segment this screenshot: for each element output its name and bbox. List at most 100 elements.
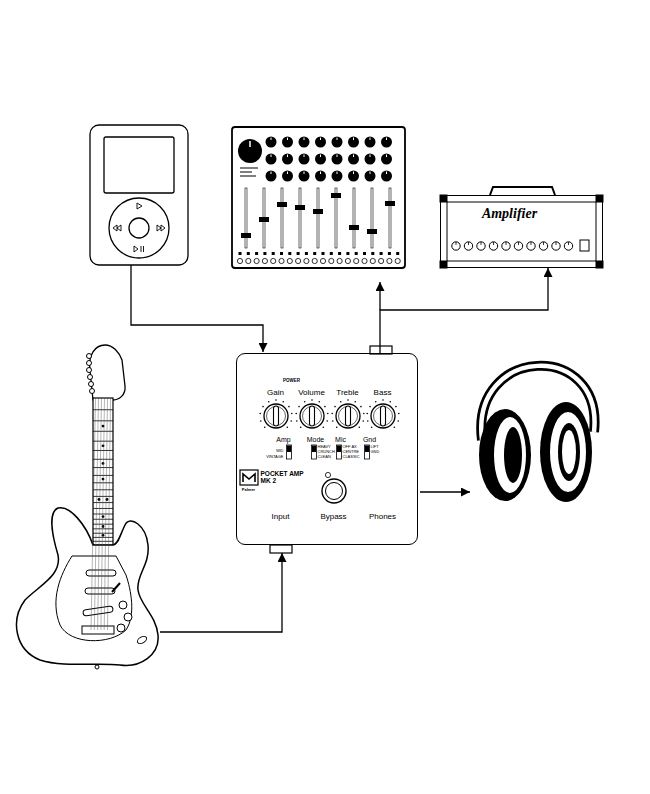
- knob-skirt: [267, 407, 286, 426]
- player-to-amp-arrow: [131, 265, 263, 352]
- knob-tick: [318, 401, 320, 403]
- tuner: [89, 382, 94, 387]
- knob-mark: [320, 138, 321, 141]
- mixer-button: [320, 258, 325, 263]
- ear-cup: [540, 402, 592, 502]
- knob-mark: [287, 138, 288, 141]
- fader-cap: [277, 202, 287, 207]
- mixer-button: [262, 258, 267, 263]
- knob-tick: [369, 406, 371, 408]
- knob-mark: [304, 138, 305, 141]
- toggle-switch: [365, 445, 370, 459]
- amp-switch: [580, 240, 589, 251]
- mixer-led: [255, 252, 258, 255]
- control-knob: [336, 404, 360, 428]
- mixer-knob: [282, 137, 293, 148]
- socket-label: Bypass: [320, 513, 346, 521]
- mixer-knob: [381, 154, 392, 165]
- mixer-strip: [240, 168, 258, 176]
- knob-tick: [288, 406, 290, 408]
- tuner: [87, 354, 92, 359]
- headstock: [90, 345, 125, 400]
- guitar-string: [104, 398, 107, 630]
- guitar-fret: [93, 514, 113, 515]
- mixer-led: [288, 252, 291, 255]
- mixer-led: [338, 252, 341, 255]
- knob-skirt: [303, 407, 322, 426]
- mixer-button: [237, 258, 242, 263]
- knob-tick: [359, 427, 361, 429]
- amp-handle: [490, 187, 555, 195]
- amp-knob: [464, 242, 472, 250]
- knob-mark: [320, 155, 321, 158]
- mixer-knob: [348, 137, 359, 148]
- mixer-led: [355, 252, 358, 255]
- mp3-player: [90, 125, 188, 265]
- mixer-led: [371, 252, 374, 255]
- knob-label: Gain: [267, 389, 284, 397]
- ear-pad-centre: [558, 423, 580, 481]
- knob-label: Bass: [374, 389, 392, 397]
- switch-heading: Amp: [276, 435, 290, 442]
- guitar-fret: [93, 508, 113, 509]
- click-wheel: [109, 198, 169, 258]
- knob-tick: [367, 420, 369, 422]
- ear-cup: [479, 409, 531, 501]
- knob-tick: [394, 427, 396, 429]
- mixer-knob: [332, 171, 343, 182]
- mixer-led: [239, 252, 242, 255]
- amp-front-panel: [447, 202, 596, 261]
- mixer-led: [363, 252, 366, 255]
- switch-position: CENTRE: [343, 450, 359, 454]
- switch-heading: Gnd: [363, 435, 376, 442]
- knob-mark: [386, 172, 387, 175]
- mixer-button: [312, 258, 317, 263]
- output-jack: [136, 635, 148, 645]
- generated-details: [91, 137, 573, 631]
- switch-lever: [312, 446, 316, 453]
- mixer-knob: [332, 137, 343, 148]
- signal-connector: [380, 268, 548, 353]
- knob-tick: [323, 427, 325, 429]
- knob-tick: [298, 406, 300, 408]
- amp-head-box: Amplifier: [440, 195, 603, 268]
- mixer-led: [280, 252, 283, 255]
- amp-knob: [477, 242, 485, 250]
- mixer-button: [370, 258, 375, 263]
- amp-brand-text: Amplifier: [482, 207, 537, 221]
- mixer-button: [329, 258, 334, 263]
- fret-inlay: [102, 534, 105, 537]
- knob-mark: [370, 155, 371, 158]
- knob-mark: [386, 138, 387, 141]
- switch-position: GND: [371, 450, 380, 454]
- control-knob: [264, 404, 288, 428]
- fader-slot: [317, 188, 319, 248]
- back-symbol: [113, 225, 121, 231]
- logo-mark: [243, 474, 255, 482]
- guitar-fret: [93, 459, 113, 460]
- switch-lever: [287, 446, 291, 453]
- mixer-button: [296, 258, 301, 263]
- fader-cap: [349, 225, 359, 230]
- mixing-desk: [232, 127, 405, 268]
- tuner: [88, 375, 93, 380]
- knob-tick: [397, 420, 399, 422]
- fader-slot: [245, 188, 247, 248]
- tuner: [90, 389, 95, 394]
- knob-tick: [395, 406, 397, 408]
- ear-pad: [494, 417, 526, 493]
- mixer-button: [254, 258, 259, 263]
- guitar-knob: [124, 613, 132, 621]
- signal-arrows: [131, 265, 470, 632]
- control-knob: [300, 404, 324, 428]
- switch-position: VINTAGE: [266, 455, 283, 459]
- toggle-switch: [287, 445, 292, 459]
- switch-position: LIFT: [371, 445, 379, 449]
- mixer-button: [246, 258, 251, 263]
- knob-mark: [337, 172, 338, 175]
- amp-knob: [502, 242, 510, 250]
- knob-mark: [353, 172, 354, 175]
- pickup-selector: [112, 583, 120, 592]
- pickup: [86, 570, 116, 576]
